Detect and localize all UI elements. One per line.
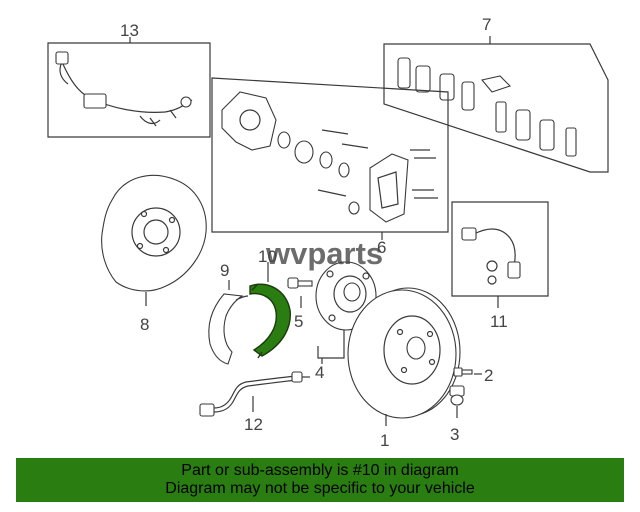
part-12-parking-brake-cable [199, 371, 310, 417]
callout-8: 8 [140, 315, 149, 334]
banner-line-1: Part or sub-assembly is #10 in diagram [181, 462, 459, 479]
callout-5: 5 [294, 312, 303, 331]
info-banner: Part or sub-assembly is #10 in diagram D… [16, 458, 624, 502]
callout-10: 10 [258, 247, 277, 266]
watermark: wvparts [265, 236, 383, 271]
callout-3: 3 [450, 425, 459, 444]
banner-line-2: Diagram may not be specific to your vehi… [165, 480, 475, 497]
callout-4: 4 [315, 363, 324, 382]
callout-13: 13 [120, 21, 139, 40]
part-5-hub-bolt [287, 277, 313, 308]
part-9-shoe-hardware [208, 280, 249, 365]
part-7-brake-pad-set-group [383, 36, 609, 173]
part-11-brake-hose-group [451, 201, 549, 308]
callout-7: 7 [482, 15, 491, 34]
callout-12: 12 [244, 415, 263, 434]
part-1-brake-disc [347, 287, 461, 426]
parts-diagram: 13 7 6 [47, 15, 609, 450]
callout-2: 2 [484, 366, 493, 385]
callout-6: 6 [377, 238, 386, 257]
callout-1: 1 [380, 431, 389, 450]
part-6-caliper-assembly-group [211, 77, 449, 240]
callout-11: 11 [490, 312, 508, 331]
part-10-parking-brake-shoe [249, 262, 291, 359]
part-13-speed-sensor-group [47, 37, 211, 138]
part-8-splash-shield [101, 174, 207, 306]
callout-9: 9 [220, 261, 229, 280]
part-3-cap-nut [449, 385, 465, 418]
part-2-bolt [453, 367, 482, 377]
